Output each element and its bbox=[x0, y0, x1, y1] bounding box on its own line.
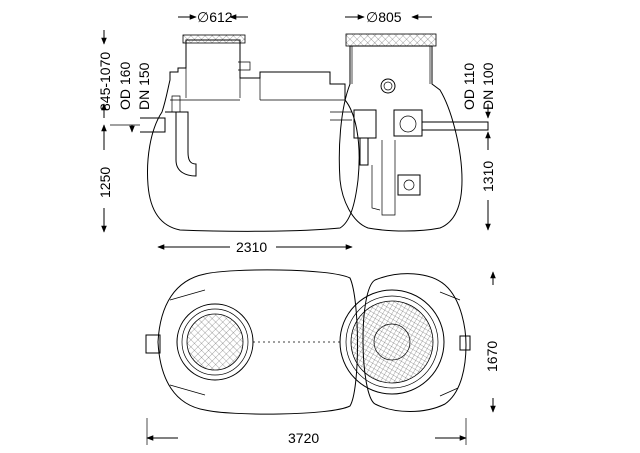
dim-cover-height: 845-1070 bbox=[97, 30, 113, 118]
right-lobe-outline bbox=[362, 273, 467, 412]
right-height-label: 1310 bbox=[480, 161, 496, 192]
inlet-pipe bbox=[140, 117, 166, 133]
left-side-step bbox=[238, 61, 251, 71]
dim-right-height: 1310 bbox=[480, 131, 496, 231]
right-manhole-cover bbox=[345, 33, 437, 47]
outlet-od-label: OD 110 bbox=[461, 63, 477, 110]
side-view: ∅612 ∅805 bbox=[97, 9, 496, 255]
inspection-port bbox=[380, 78, 396, 94]
right-manhole-grate bbox=[350, 300, 434, 384]
cover-height-label: 845-1070 bbox=[97, 52, 113, 111]
top-view: 1670 3720 bbox=[145, 269, 500, 446]
left-tank-outline bbox=[147, 39, 360, 232]
dim-total-height: 1250 bbox=[97, 124, 113, 233]
top-outlet-stub bbox=[459, 335, 471, 351]
dim-outlet-pipe: OD 110 DN 100 bbox=[461, 62, 496, 119]
dim-width-top: 1670 bbox=[484, 271, 500, 413]
inlet-dn-label: DN 150 bbox=[136, 62, 152, 110]
left-tank-inner bbox=[170, 78, 345, 101]
inlet-od-label: OD 160 bbox=[117, 62, 133, 110]
dim-length-top: 3720 bbox=[146, 418, 467, 446]
dim-right-diameter: ∅805 bbox=[345, 9, 432, 25]
left-manhole-grate bbox=[186, 313, 244, 371]
right-diameter-label: ∅805 bbox=[366, 9, 402, 25]
dim-length-side: 2310 bbox=[157, 239, 353, 255]
top-length-label: 3720 bbox=[288, 430, 319, 446]
dim-left-diameter: ∅612 bbox=[178, 9, 248, 25]
inlet-elbow bbox=[165, 111, 197, 177]
outlet-pipe bbox=[422, 121, 489, 131]
total-height-label: 1250 bbox=[97, 167, 113, 198]
left-manhole-cover bbox=[182, 34, 246, 44]
left-lobe-outline bbox=[157, 269, 358, 415]
dim-inlet-pipe: OD 160 DN 150 bbox=[110, 62, 152, 133]
outlet-dn-label: DN 100 bbox=[480, 62, 496, 110]
width-label: 1670 bbox=[484, 341, 500, 372]
pump-assembly bbox=[330, 109, 489, 216]
top-inlet-stub bbox=[145, 334, 161, 354]
length-label: 2310 bbox=[236, 239, 267, 255]
left-diameter-label: ∅612 bbox=[197, 9, 233, 25]
pump-unit bbox=[397, 174, 421, 196]
